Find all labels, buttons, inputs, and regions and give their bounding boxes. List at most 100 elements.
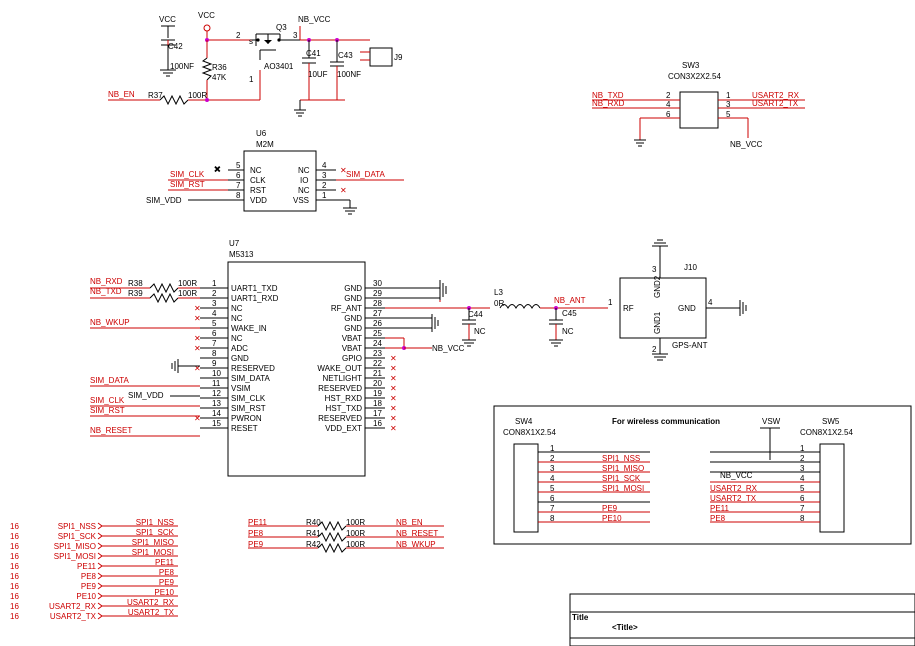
vcc-label-c42: VCC bbox=[159, 15, 176, 24]
u7-pin-name: SIM_CLK bbox=[231, 394, 266, 403]
j10-ref: J10 bbox=[684, 263, 697, 272]
port-sheet-number: 16 bbox=[10, 582, 19, 591]
sw3-net-right-2: USART2_TX bbox=[752, 99, 799, 108]
sw5-pin-number: 5 bbox=[800, 484, 805, 493]
u6-part: M2M bbox=[256, 140, 274, 149]
u7-pin-name: SIM_RST bbox=[231, 404, 266, 413]
c44-ref: C44 bbox=[468, 310, 483, 319]
port-sheet-number: 16 bbox=[10, 542, 19, 551]
sw5-pin-number: 4 bbox=[800, 474, 805, 483]
c43-ref: C43 bbox=[338, 51, 353, 60]
sw5-ref: SW5 bbox=[822, 417, 840, 426]
sw5-pin-number: 8 bbox=[800, 514, 805, 523]
q3-mosfet: Q3 s 2 3 1 AO3401 bbox=[236, 23, 300, 84]
j9-ref: J9 bbox=[394, 53, 403, 62]
u7-part: M5313 bbox=[229, 250, 254, 259]
u7-pin-number: 19 bbox=[373, 389, 382, 398]
u7-ref: U7 bbox=[229, 239, 240, 248]
q3-ref: Q3 bbox=[276, 23, 287, 32]
sw4-pin-net: SPI1_NSS bbox=[602, 454, 640, 463]
u7-pin-name: RESERVED bbox=[231, 364, 275, 373]
port-sheet-number: 16 bbox=[10, 562, 19, 571]
u7-noconnect-mark: ✕ bbox=[194, 364, 201, 373]
port-arrow bbox=[97, 532, 103, 540]
u7-pin-name: NC bbox=[231, 334, 243, 343]
u7-r38-ref: R38 bbox=[128, 279, 143, 288]
u7-pin-name: VDD_EXT bbox=[325, 424, 362, 433]
u7-pin-number: 1 bbox=[212, 279, 217, 288]
j10-pin-1: 1 bbox=[608, 298, 613, 307]
sw5-pin-net: USART2_RX bbox=[710, 484, 758, 493]
sw3-nb-vcc: NB_VCC bbox=[730, 140, 763, 149]
wireless-comm-box: For wireless communication SW4 CON8X1X2.… bbox=[493, 405, 912, 545]
port-net-label: PE10 bbox=[154, 588, 174, 597]
sw4-pin-number: 4 bbox=[550, 474, 555, 483]
res-value: 100R bbox=[346, 529, 365, 538]
q3-pin-2: 2 bbox=[236, 31, 241, 40]
port-name: PE9 bbox=[81, 582, 97, 591]
u7-pin-name: RESERVED bbox=[318, 414, 362, 423]
comm-box-title: For wireless communication bbox=[612, 417, 720, 426]
sw4-pin-number: 3 bbox=[550, 464, 555, 473]
u7-pin-number: 9 bbox=[212, 359, 217, 368]
u7-pin-name: NETLIGHT bbox=[322, 374, 362, 383]
u7-net-nb-reset: NB_RESET bbox=[90, 426, 132, 435]
port-name: USART2_TX bbox=[50, 612, 97, 621]
u7-pin-name: ADC bbox=[231, 344, 248, 353]
u7-noconnect-mark: ✕ bbox=[390, 384, 397, 393]
res-value: 100R bbox=[346, 518, 365, 527]
u7-noconnect-mark: ✕ bbox=[390, 424, 397, 433]
sw3-part: CON3X2X2.54 bbox=[668, 72, 721, 81]
u6-net-sim-clk: SIM_CLK bbox=[170, 170, 205, 179]
port-net-label: PE9 bbox=[159, 578, 175, 587]
sw5-part: CON8X1X2.54 bbox=[800, 428, 853, 437]
c42-ref: C42 bbox=[168, 42, 183, 51]
u7-pin-number: 24 bbox=[373, 339, 382, 348]
u7-r39-val: 100R bbox=[178, 289, 197, 298]
sw4-ref: SW4 bbox=[515, 417, 533, 426]
u6-noconnect-2: ✕ bbox=[340, 186, 347, 195]
port-name: SPI1_SCK bbox=[58, 532, 97, 541]
c41-ref: C41 bbox=[306, 49, 321, 58]
res-value: 100R bbox=[346, 540, 365, 549]
u7-net-nb-txd: NB_TXD bbox=[90, 287, 122, 296]
port-net-label: SPI1_MISO bbox=[132, 538, 174, 547]
res-left-net: PE8 bbox=[248, 529, 264, 538]
u7-net-sim-vdd: SIM_VDD bbox=[128, 391, 164, 400]
u7-pin-number: 29 bbox=[373, 289, 382, 298]
u7-pin-number: 25 bbox=[373, 329, 382, 338]
nb-en-net: NB_EN bbox=[108, 90, 135, 99]
u7-pin-number: 3 bbox=[212, 299, 217, 308]
power-switch-section: VCC C42 100NF VCC R36 47K NB_EN R37 100R bbox=[108, 11, 403, 117]
sw4-pin-number: 6 bbox=[550, 494, 555, 503]
j10-pin-gnd: GND bbox=[678, 304, 696, 313]
port-net-label: SPI1_MOSI bbox=[132, 548, 174, 557]
sw3-net-left-2: NB_RXD bbox=[592, 99, 625, 108]
r36-ref: R36 bbox=[212, 63, 227, 72]
u7-noconnect-mark: ✕ bbox=[390, 404, 397, 413]
port-name: PE11 bbox=[77, 562, 97, 571]
u7-pin-number: 17 bbox=[373, 409, 382, 418]
u7-nb-module: U7 M5313 1UART1_TXD2UART1_RXD3NC✕4NC✕5WA… bbox=[90, 239, 490, 477]
u7-pin-number: 15 bbox=[212, 419, 221, 428]
u6-name-vss: VSS bbox=[293, 196, 309, 205]
u7-pin-name: VBAT bbox=[342, 344, 362, 353]
port-name: USART2_RX bbox=[49, 602, 97, 611]
port-sheet-number: 16 bbox=[10, 552, 19, 561]
q3-pin-3: 3 bbox=[293, 31, 298, 40]
u6-name-nc4: NC bbox=[298, 166, 310, 175]
u6-ref: U6 bbox=[256, 129, 267, 138]
u7-pin-number: 11 bbox=[212, 379, 221, 388]
port-name: SPI1_MISO bbox=[54, 542, 96, 551]
c45-ref: C45 bbox=[562, 309, 577, 318]
u7-pin-name: GPIO bbox=[342, 354, 362, 363]
r36-resistor bbox=[201, 57, 213, 81]
u6-name-rst: RST bbox=[250, 186, 266, 195]
j10-part: GPS-ANT bbox=[672, 341, 708, 350]
res-zigzag bbox=[317, 542, 347, 554]
title-value: <Title> bbox=[612, 623, 638, 632]
port-net-label: PE11 bbox=[155, 558, 175, 567]
